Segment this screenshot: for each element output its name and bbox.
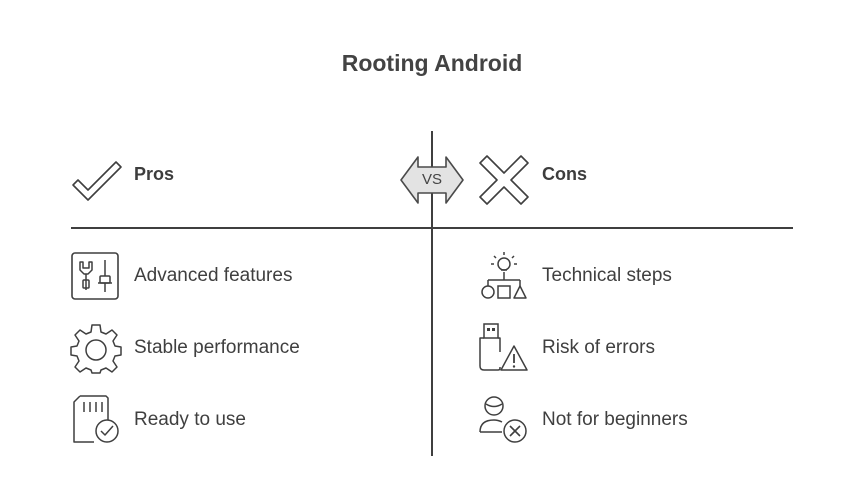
sd-card-check-icon: [73, 395, 119, 443]
horizontal-divider: [71, 227, 793, 229]
vs-arrow-icon: [400, 156, 464, 204]
cons-item-label: Not for beginners: [542, 409, 688, 430]
idea-flowchart-icon: [481, 252, 527, 299]
user-cancel-icon: [479, 396, 527, 443]
vertical-divider: [431, 131, 433, 456]
pros-item-label: Advanced features: [134, 265, 293, 286]
cons-header: Cons: [542, 164, 587, 184]
tools-panel-icon: [71, 252, 119, 300]
vs-label: VS: [421, 171, 442, 188]
cons-item-label: Risk of errors: [542, 337, 655, 358]
cross-icon: [479, 155, 529, 205]
checkmark-icon: [72, 161, 122, 201]
pros-item-label: Ready to use: [134, 409, 246, 430]
gear-icon: [70, 324, 122, 374]
pros-item-label: Stable performance: [134, 337, 300, 358]
usb-warning-icon: [479, 323, 528, 371]
pros-header: Pros: [134, 164, 175, 184]
page-title: Rooting Android: [341, 50, 523, 76]
cons-item-label: Technical steps: [542, 265, 672, 286]
